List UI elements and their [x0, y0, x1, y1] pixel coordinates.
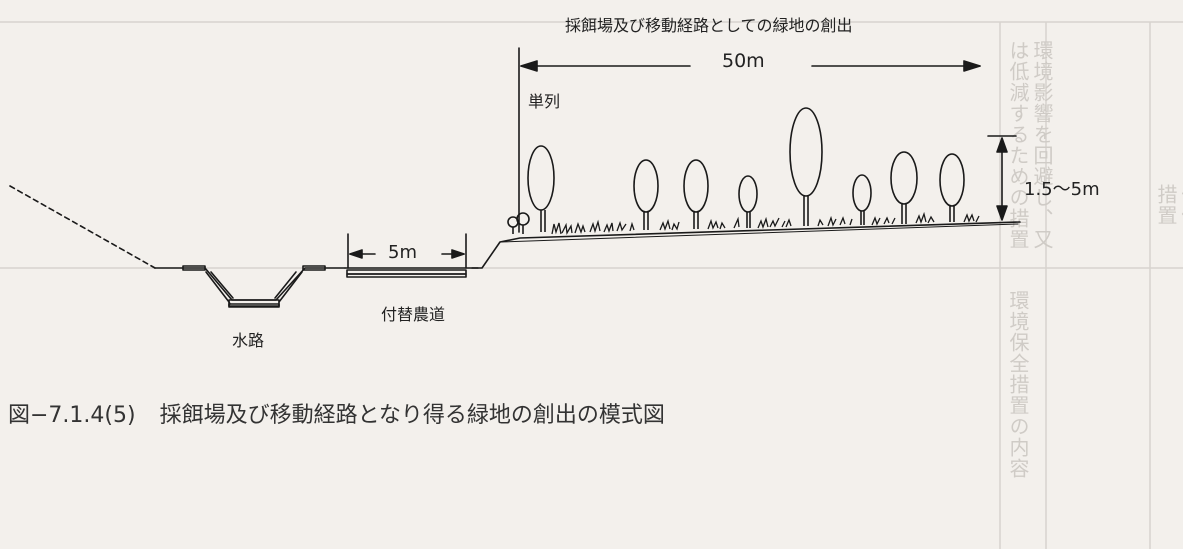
road-arrow-right-icon [451, 249, 465, 259]
top-title: 採餌場及び移動経路としての緑地の創出 [565, 16, 853, 35]
tree-icon [939, 153, 965, 222]
arrow-up-icon [996, 137, 1008, 153]
tree-icon [633, 159, 659, 230]
channel-label: 水路 [232, 331, 265, 350]
road-width-label: 5m [388, 242, 417, 263]
tree-row [507, 107, 965, 234]
arrow-right-icon [963, 60, 981, 72]
tree-icon [852, 174, 872, 225]
height-dimension-label: 1.5〜5m [1024, 179, 1100, 200]
channel-wall-left [205, 271, 231, 305]
slope-dashed-line [9, 185, 156, 269]
channel-wall-right [278, 271, 303, 303]
channel-bottom [228, 299, 280, 307]
arrow-left-icon [520, 60, 538, 72]
road-arrow-left-icon [349, 249, 363, 259]
grass-strip [551, 211, 980, 236]
shrub-icon [507, 212, 530, 234]
figure-caption: 図−7.1.4(5) 採餌場及び移動経路となり得る緑地の創出の模式図 [8, 397, 665, 429]
single-row-label: 単列 [528, 92, 561, 111]
figure-caption-text: 採餌場及び移動経路となり得る緑地の創出の模式図 [159, 403, 665, 428]
tree-icon [527, 145, 555, 232]
road-label: 付替農道 [381, 305, 446, 324]
embankment-line [471, 221, 1021, 269]
width-dimension-label: 50m [722, 50, 765, 72]
arrow-down-icon [996, 205, 1008, 221]
bg-side-text: 代償措置 [1154, 184, 1183, 226]
bg-column-text-1: 環境影響を回避し、又は低減するための措置 [1006, 40, 1054, 250]
tree-icon [683, 159, 709, 229]
bg-column-text-2: 環境保全措置の内容 [1006, 290, 1030, 479]
tree-icon [789, 107, 823, 226]
figure-number: 図−7.1.4(5) [8, 403, 136, 428]
channel-ground-line [154, 267, 346, 301]
tree-icon [890, 151, 918, 224]
tree-icon [738, 175, 758, 228]
